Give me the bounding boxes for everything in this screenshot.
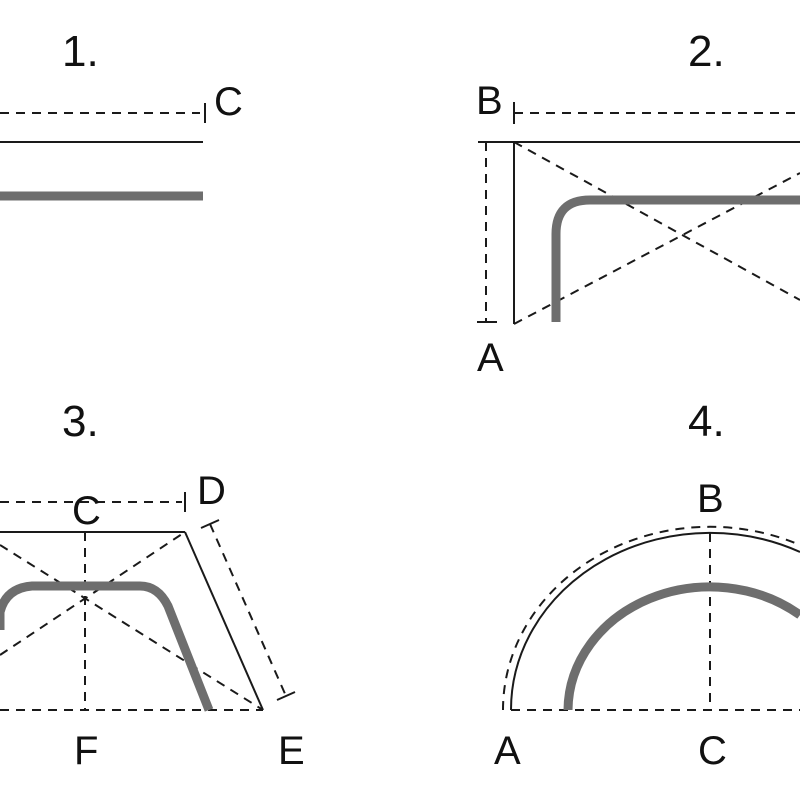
diagonal-line-1 — [0, 531, 186, 656]
step-number-1: 1. — [62, 27, 99, 76]
slant-measure-line — [209, 523, 287, 697]
panel-4: 4. B A C — [494, 397, 800, 773]
bent-rod-corner — [551, 195, 800, 322]
step-number-4: 4. — [688, 397, 725, 446]
bent-rod-arc — [563, 582, 800, 711]
label-c: C — [698, 729, 727, 773]
step-number-2: 2. — [688, 27, 725, 76]
slanted-reference-line — [184, 531, 264, 711]
diagonal-line-2 — [513, 172, 800, 325]
label-c: C — [214, 80, 243, 124]
diagonal-line-1 — [513, 141, 800, 301]
diagonal-line-2 — [0, 544, 264, 711]
panel-2: 2. B A — [476, 27, 800, 380]
label-b: B — [697, 477, 724, 521]
outer-arc-measure — [501, 525, 800, 711]
slant-measure-tick-top — [200, 519, 220, 529]
label-e: E — [278, 729, 305, 773]
panel-3: 3. C D F E — [0, 397, 305, 773]
label-b: B — [476, 79, 503, 123]
label-a: A — [477, 336, 504, 380]
label-f: F — [74, 729, 98, 773]
bent-rod-trapezoid — [0, 581, 214, 712]
label-a: A — [494, 729, 521, 773]
label-d: D — [197, 469, 226, 513]
slant-measure-tick-bottom — [276, 691, 296, 701]
arc-reference-line — [510, 531, 800, 711]
step-number-3: 3. — [62, 397, 99, 446]
panel-1: 1. C — [0, 27, 243, 201]
label-c: C — [72, 489, 101, 533]
